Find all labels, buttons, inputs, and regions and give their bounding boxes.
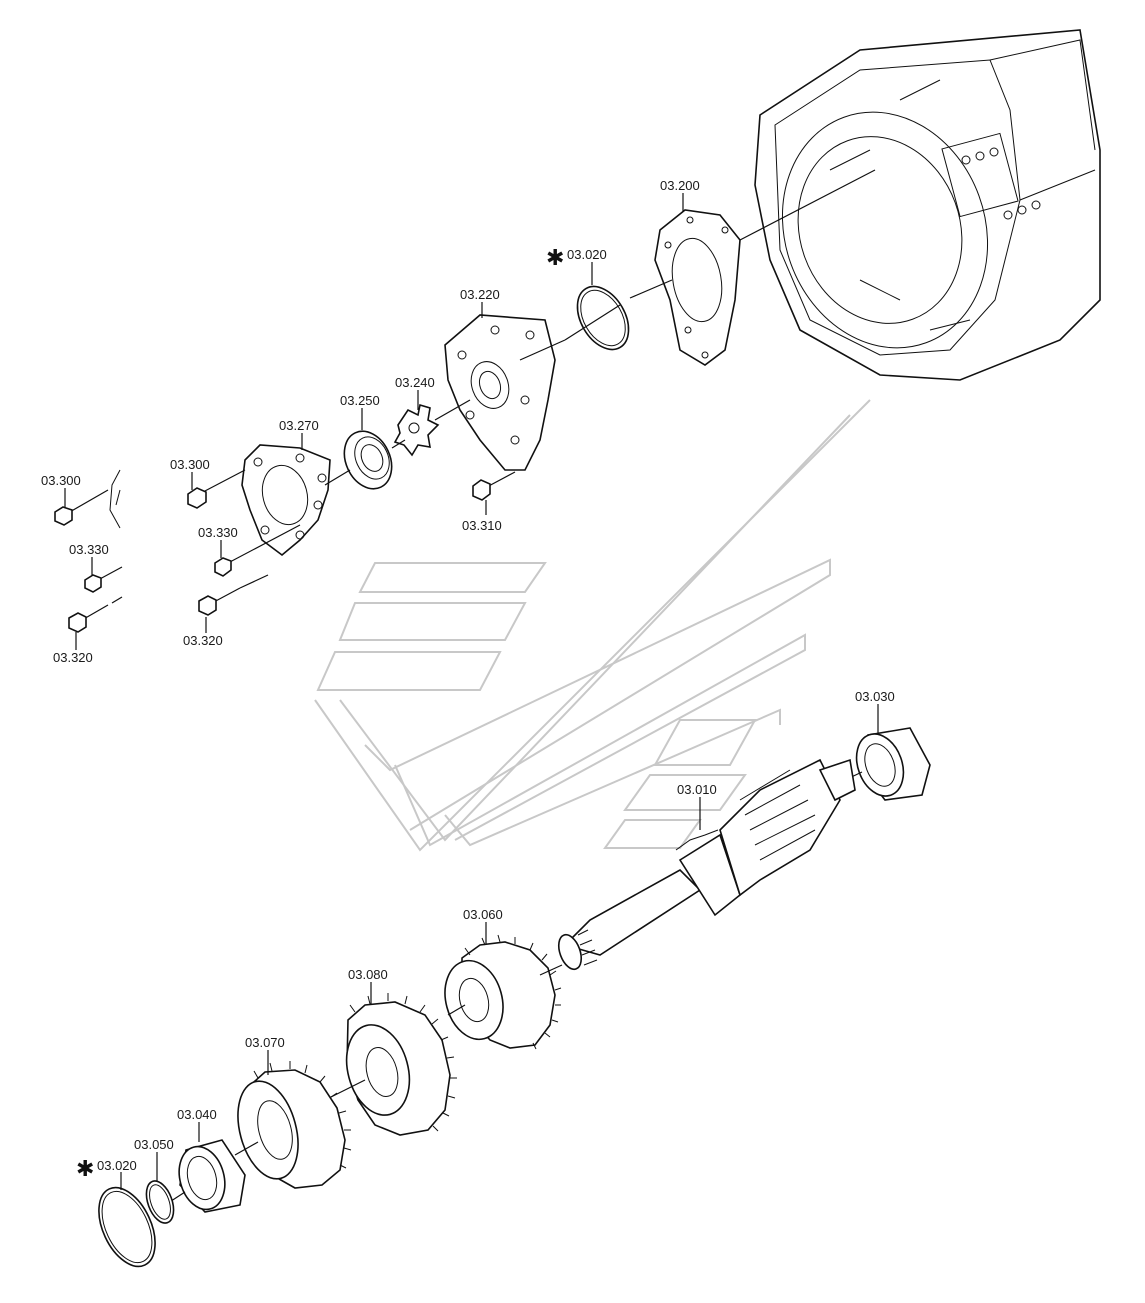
label-03-040: 03.040: [177, 1107, 217, 1122]
bolt-03-300-left: [54, 489, 109, 526]
gear-03-070: [234, 1061, 352, 1189]
label-03-300-left: 03.300: [41, 473, 81, 488]
label-03-320-left: 03.320: [53, 650, 93, 665]
label-03-270: 03.270: [279, 418, 319, 433]
gasket-03-200: [654, 169, 876, 366]
transmission-housing: [754, 29, 1101, 381]
label-03-020-top: 03.020: [567, 247, 607, 262]
snap-ring-03-050: [145, 1180, 175, 1224]
o-ring-03-020-top: [564, 279, 673, 351]
label-03-300-right: 03.300: [170, 457, 210, 472]
pump-housing-03-220: [444, 314, 566, 471]
cover-fragment-left: [109, 469, 121, 529]
bolt-03-320-right: [198, 574, 269, 616]
label-03-240: 03.240: [395, 375, 435, 390]
label-03-250: 03.250: [340, 393, 380, 408]
cover-03-270: [241, 444, 351, 557]
mainshaft-03-010: [557, 758, 856, 971]
bolt-03-300-right: [187, 469, 246, 509]
bolt-03-320-left: [68, 596, 123, 633]
label-03-220: 03.220: [460, 287, 500, 302]
label-03-200: 03.200: [660, 178, 700, 193]
o-ring-03-020-bottom: [98, 1186, 156, 1268]
watermark-logo: [314, 399, 871, 852]
label-03-080: 03.080: [348, 967, 388, 982]
bolt-03-330-right: [214, 524, 301, 577]
outer-rotor-03-250: [343, 430, 406, 490]
gear-03-060: [444, 934, 563, 1050]
label-03-330-left: 03.330: [69, 542, 109, 557]
bearing-03-040: [164, 1139, 246, 1213]
bolt-03-330-left: [84, 566, 123, 593]
gear-03-080: [324, 993, 457, 1136]
label-03-010: 03.010: [677, 782, 717, 797]
asterisk-marker-bottom: ✱: [76, 1157, 94, 1182]
rotor-03-240: [393, 399, 471, 457]
label-03-310: 03.310: [462, 518, 502, 533]
label-03-060: 03.060: [463, 907, 503, 922]
label-03-020-bottom: 03.020: [97, 1158, 137, 1173]
label-03-030: 03.030: [855, 689, 895, 704]
label-03-070: 03.070: [245, 1035, 285, 1050]
label-03-050: 03.050: [134, 1137, 174, 1152]
part-labels: 03.200 ✱ 03.020 03.220 03.240 03.250 03.…: [41, 178, 895, 1182]
label-03-320-right: 03.320: [183, 633, 223, 648]
bolt-03-310: [472, 471, 516, 515]
label-03-330-right: 03.330: [198, 525, 238, 540]
asterisk-marker-top: ✱: [546, 246, 564, 271]
bearing-03-030: [844, 727, 931, 801]
leader-lines: [64, 193, 879, 1190]
